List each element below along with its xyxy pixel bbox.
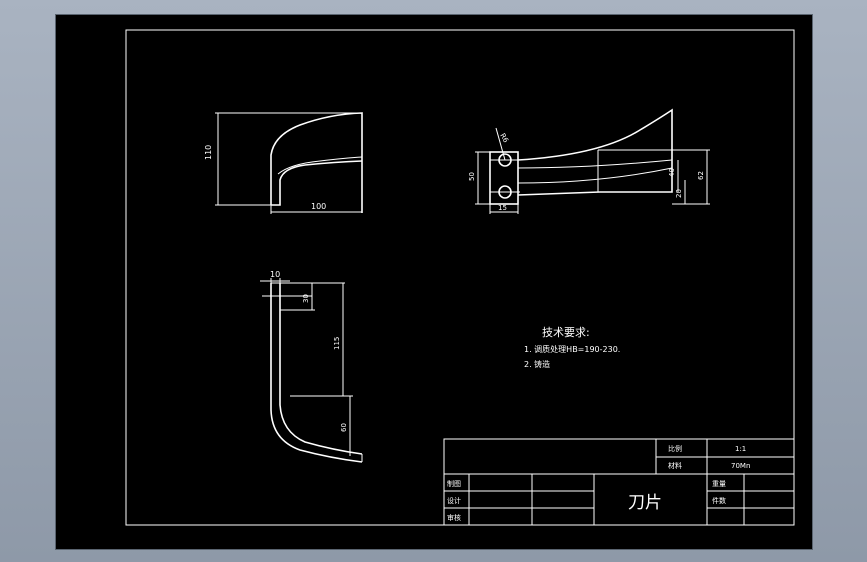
material-value: 70Mn bbox=[731, 462, 750, 470]
front-view-outline-inner bbox=[279, 283, 363, 455]
side-view-blade bbox=[517, 108, 673, 196]
drawing-sheet bbox=[55, 14, 813, 550]
leader-line bbox=[495, 127, 506, 161]
front-view-outline-outer bbox=[270, 283, 363, 463]
scale-value: 1:1 bbox=[735, 445, 746, 453]
dim-15: 15 bbox=[498, 204, 507, 212]
top-view: 110 100 bbox=[204, 112, 363, 214]
dim-20: 20 bbox=[675, 189, 683, 198]
tech-item-2: 2. 铸造 bbox=[524, 359, 550, 369]
drawn-label: 制图 bbox=[447, 479, 461, 488]
side-view: 50 15 40 20 62 R6 bbox=[468, 108, 710, 214]
title-block-frame bbox=[443, 438, 795, 526]
tech-requirements: 技术要求: 1. 调质处理HB=190-230. 2. 铸造 bbox=[524, 326, 620, 369]
dim-60: 60 bbox=[340, 423, 348, 432]
side-view-edge bbox=[517, 159, 673, 169]
dim-115: 115 bbox=[333, 337, 341, 350]
title-block: 比例 1:1 材料 70Mn 制图 设计 审核 重量 件数 刀片 bbox=[443, 438, 795, 526]
top-view-inner-edge bbox=[277, 156, 363, 175]
tech-title: 技术要求: bbox=[542, 326, 590, 339]
dim-10: 10 bbox=[270, 270, 280, 279]
front-view: 10 30 115 60 bbox=[260, 270, 363, 463]
side-view-edge bbox=[517, 167, 673, 184]
dim-100: 100 bbox=[311, 202, 326, 211]
inner-frame bbox=[125, 29, 795, 526]
dim-30: 30 bbox=[302, 294, 310, 303]
material-label: 材料 bbox=[668, 461, 682, 470]
side-view-block bbox=[489, 151, 519, 205]
dim-r6: R6 bbox=[498, 132, 510, 145]
top-view-outline bbox=[270, 112, 363, 213]
part-name: 刀片 bbox=[628, 493, 662, 513]
dim-62: 62 bbox=[697, 171, 705, 180]
design-label: 设计 bbox=[447, 496, 461, 505]
top-view-edge bbox=[271, 160, 363, 206]
weight-label: 重量 bbox=[712, 480, 726, 488]
dim-40: 40 bbox=[668, 168, 676, 177]
dim-110: 110 bbox=[204, 145, 213, 160]
dim-50: 50 bbox=[468, 172, 476, 181]
review-label: 审核 bbox=[447, 513, 461, 522]
tech-item-1: 1. 调质处理HB=190-230. bbox=[524, 344, 620, 354]
scale-label: 比例 bbox=[668, 444, 682, 453]
count-label: 件数 bbox=[712, 496, 726, 505]
